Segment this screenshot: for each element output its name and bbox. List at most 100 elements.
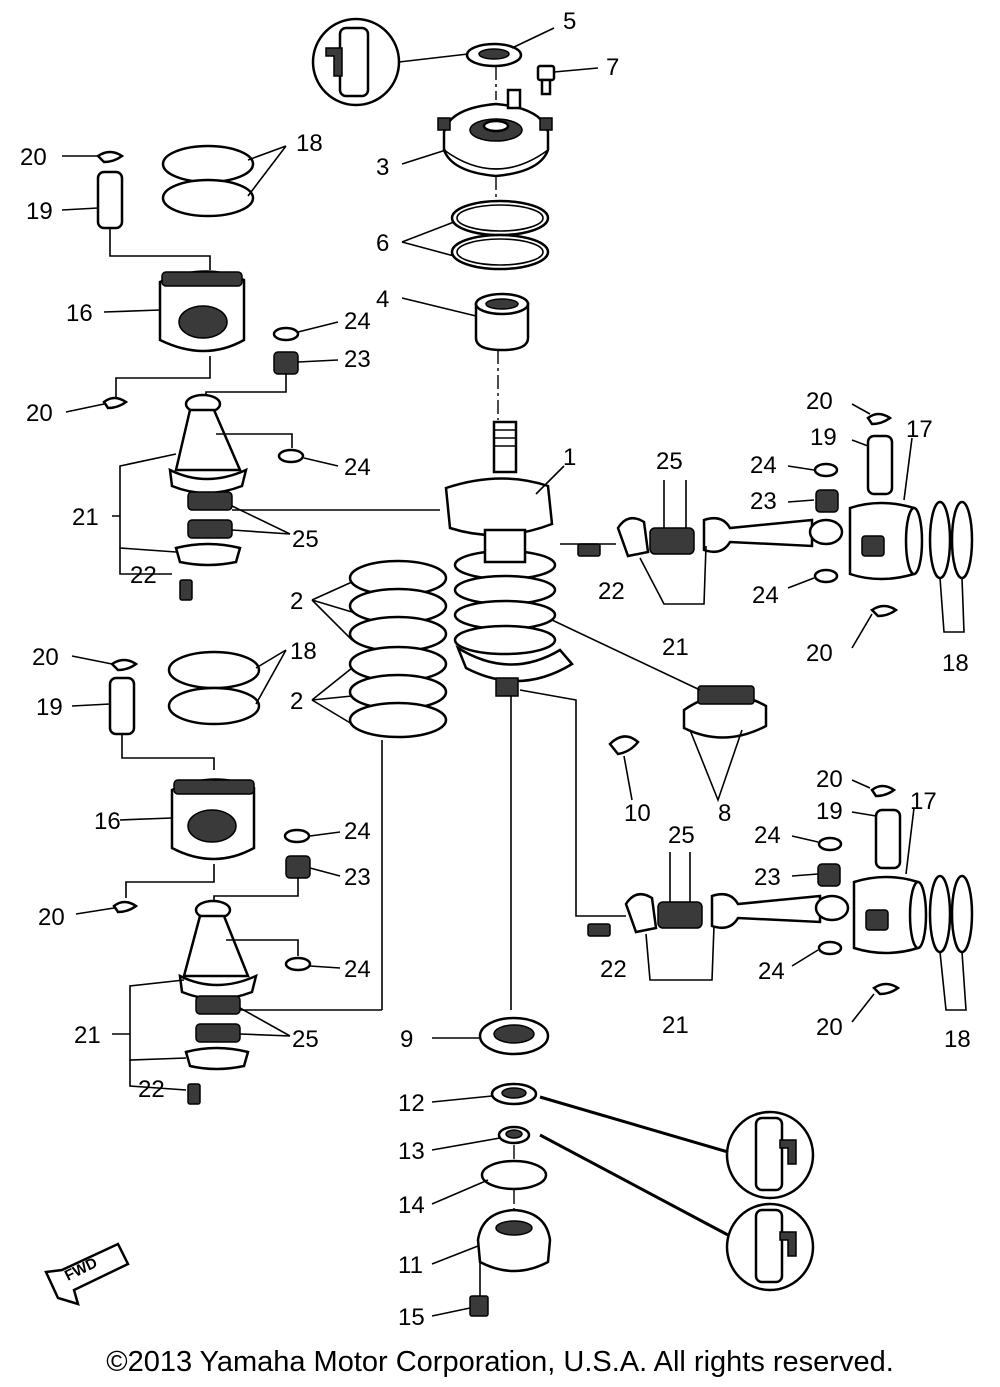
callout-18-right-lower: 18 [944,1026,971,1053]
leader-crank-8 [551,619,701,691]
bolt-22-upper-right [577,543,601,557]
callout-21-left-lower: 21 [74,1022,101,1049]
washer-24-upper-b [277,448,305,464]
callout-1: 1 [563,444,577,471]
piston-rings-2 [348,559,448,739]
bearing-25-upper-right [649,527,695,555]
leader-rings-18-lower-right [939,951,967,1011]
piston-16-lower-left [170,778,256,861]
clip-20-top-left [96,150,125,164]
leader-rod-24-lower [226,939,299,956]
upper-bearing-housing-3 [437,88,553,178]
callout-21-right-lower: 21 [662,1012,689,1039]
clip-20-lower-left [112,900,139,914]
piston-17-lower-right [852,875,928,955]
seal-detail-bottom [539,1133,815,1292]
clip-20-upper-right-bottom [870,604,899,618]
needle-bearing-23-lower-right [817,863,841,887]
connecting-rod-21-upper-right [702,517,844,553]
callout-25-right-lower: 25 [668,822,695,849]
callout-20-right-lower-top: 20 [816,766,843,793]
clip-20-lower-right-bottom [872,982,901,996]
callout-25-left-upper: 25 [292,526,319,553]
rod-cap-21-upper [174,542,242,567]
rod-cap-21-upper-right [616,516,650,558]
leader-rings-18-upper-right [939,577,965,633]
leader-25-lower-right [669,852,691,902]
washer-24-lower-a [283,828,311,844]
needle-bearing-23-lower [285,855,311,879]
seal-detail-mid [539,1095,815,1200]
callout-20-right-lower-bottom: 20 [816,1014,843,1041]
callout-22-left-lower: 22 [138,1076,165,1103]
callout-25-left-lower: 25 [292,1026,319,1053]
callout-25-right-upper: 25 [656,448,683,475]
callout-20-left-upper-top: 20 [20,144,47,171]
bearing-25-upper [187,491,233,539]
callout-22-left-upper: 22 [130,562,157,589]
piston-pin-19-upper-right [866,434,894,496]
leader-rod-24-upper [216,433,293,448]
piston-pin-19-lower-right [874,808,902,870]
lower-bearing-housing-11 [476,1208,552,1273]
callout-18-right-upper: 18 [942,650,969,677]
callout-20-left-lower-top: 20 [32,644,59,671]
callout-15: 15 [398,1304,425,1331]
callout-19-left-lower: 19 [36,694,63,721]
callout-24-right-lower-a: 24 [754,822,781,849]
callout-17-right-upper: 17 [906,416,933,443]
callout-24-left-upper-a: 24 [344,308,371,335]
callout-19-right-lower: 19 [816,798,843,825]
crankshaft-1 [444,420,574,697]
clip-20-lower-right-top [870,784,897,798]
bearing-8 [682,685,768,739]
clip-20-lower-left-upper [102,396,129,410]
callout-24-left-lower-a: 24 [344,818,371,845]
bearing-25-lower [195,995,241,1043]
callout-21-right-upper: 21 [662,634,689,661]
piston-rings-18-lower-right [928,874,974,954]
callout-6: 6 [376,230,390,257]
rod-cap-21-lower [184,1046,250,1071]
washer-24-lower-right-a [817,836,843,852]
ball-bearing-9 [478,1016,550,1056]
callout-5: 5 [563,8,577,35]
callout-22-right-lower: 22 [600,956,627,983]
piston-16-upper-left [158,270,246,353]
bolt-22-lower-right [587,923,611,937]
callout-17-right-lower: 17 [910,788,937,815]
leader-pin-piston-lower [121,734,215,770]
callout-24-left-lower-b: 24 [344,956,371,983]
rod-cap-21-lower-right [624,892,658,934]
callout-24-left-upper-b: 24 [344,454,371,481]
piston-17-upper-right [848,501,924,581]
callout-22-right-upper: 22 [598,578,625,605]
callout-leaders [61,27,915,1317]
callout-9: 9 [400,1026,414,1053]
callout-11: 11 [398,1252,423,1279]
bolt-7 [536,64,556,96]
fwd-arrow-icon [44,1242,130,1306]
callout-20-left-upper-bottom: 20 [26,400,53,427]
callout-18-left-lower: 18 [290,638,317,665]
piston-pin-19-lower-left [108,676,136,736]
callout-24-right-upper-b: 24 [752,582,779,609]
connecting-rod-21-lower-right [710,893,850,929]
bolt-15 [469,1295,489,1317]
callout-19-right-upper: 19 [810,424,837,451]
callout-20-right-upper-top: 20 [806,388,833,415]
o-rings-6 [450,199,550,271]
callout-21-left-upper: 21 [72,504,99,531]
washer-24-lower-b [284,956,312,972]
callout-10: 10 [624,800,651,827]
oil-seal-5 [465,42,523,68]
washer-24-upper-right-a [813,462,839,478]
connecting-rod-21-upper [168,393,248,495]
callout-2-lower: 2 [290,688,304,715]
callout-3: 3 [376,154,390,181]
callout-23-right-upper: 23 [750,488,777,515]
piston-pin-19-upper-left [96,170,124,230]
callout-20-left-lower-bottom: 20 [38,904,65,931]
seal-detail-top [311,17,469,107]
